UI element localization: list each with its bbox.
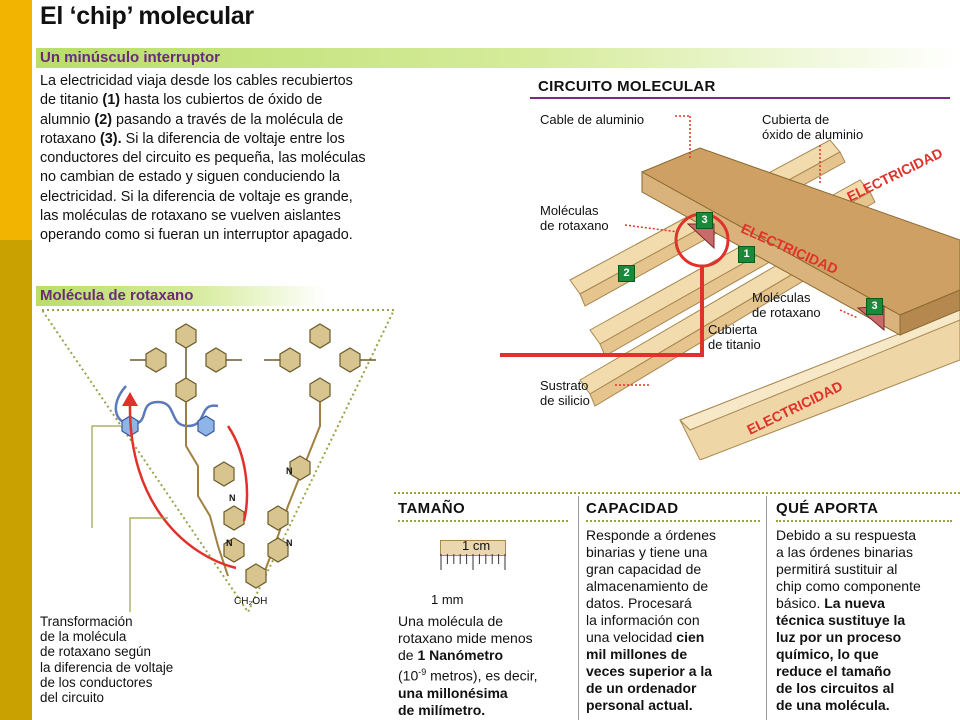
capacidad-rule [586, 520, 760, 522]
capacidad-heading: CAPACIDAD [586, 500, 679, 517]
column-line: a las órdenes binarias [776, 544, 913, 560]
substrate-bar-bottom-top [679, 309, 960, 431]
column-line: Responde a órdenes [586, 527, 716, 543]
intro-line: las moléculas de rotaxano se vuelven ais… [40, 208, 341, 225]
column-line: personal actual. [586, 697, 693, 713]
left-bar-top [0, 0, 32, 240]
marker-2: 2 [618, 265, 635, 282]
rotaxane-molecule-diagram: N N N N CH₂OH [40, 309, 396, 614]
caption-line: de los conductores [40, 674, 153, 690]
circuit-heading-rule [530, 97, 950, 99]
molecule-head-left [145, 323, 227, 403]
ruler-ticks [440, 554, 506, 570]
transform-arrow-2 [226, 425, 249, 522]
caption-line: Transformación [40, 614, 133, 629]
marker-1: 1 [738, 246, 755, 263]
column-line: de los circuitos al [776, 680, 895, 696]
column-line: luz por un proceso [776, 629, 902, 645]
column-line: Debido a su respuesta [776, 527, 917, 543]
transform-arrow-head [122, 392, 138, 406]
intro-line: La electricidad viaja desde los cables r… [40, 73, 353, 89]
column-line: básico. La nueva [776, 595, 885, 611]
caption-line: de rotaxano según [40, 644, 151, 660]
triangle-outline [40, 309, 396, 614]
n-label-3: N [226, 538, 233, 548]
blue-ring-right [197, 415, 215, 437]
ruler-cm-label: 1 cm [462, 538, 491, 553]
intro-line: alumnio (2) pasando a través de la moléc… [40, 111, 344, 128]
caption-line: del circuito [40, 690, 105, 706]
column-line: permitirá sustituir al [776, 561, 898, 577]
column-line: técnica sustituye la [776, 612, 906, 628]
columns-top-rule [394, 492, 960, 494]
column-line: gran capacidad de [586, 561, 702, 577]
intro-line: de titanio (1) hasta los cubiertos de óx… [40, 92, 323, 109]
column-line: chip como componente [776, 578, 921, 594]
intro-line: electricidad. Si la diferencia de voltaj… [40, 188, 353, 205]
n-label-1: N [229, 493, 236, 503]
transform-arrow [128, 401, 237, 570]
red-arrow-line [500, 266, 704, 357]
tamano-text: Una molécula de rotaxano mide menos de 1… [398, 613, 538, 718]
column-line: químico, lo que [776, 646, 879, 662]
aporta-heading: QUÉ APORTA [776, 500, 879, 517]
section-heading-interruptor: Un minúsculo interruptor [40, 49, 220, 66]
section-band-rotaxano: Molécula de rotaxano [36, 286, 326, 306]
column-line: mil millones de [586, 646, 688, 662]
circuit-heading: CIRCUITO MOLECULAR [538, 78, 716, 95]
intro-paragraph: La electricidad viaja desde los cables r… [40, 72, 480, 246]
column-line: de un ordenador [586, 680, 697, 696]
marker-3-upper: 3 [696, 212, 713, 229]
caption-line: la diferencia de voltaje [40, 659, 174, 675]
page-title: El ‘chip’ molecular [40, 2, 254, 30]
intro-line: operando como si fueran un interruptor a… [40, 227, 353, 244]
column-line: almacenamiento de [586, 578, 709, 594]
column-line: datos. Procesará [586, 595, 692, 611]
tamano-rule [398, 520, 568, 522]
marker-3-lower: 3 [866, 298, 883, 315]
left-bar-bottom [0, 240, 32, 720]
column-line: veces superior a la [586, 663, 713, 679]
tamano-heading: TAMAÑO [398, 500, 466, 517]
column-line: de una molécula. [776, 697, 890, 713]
column-line: reduce el tamaño [776, 663, 892, 679]
column-line: binarias y tiene una [586, 544, 708, 560]
section-heading-rotaxano: Molécula de rotaxano [40, 287, 194, 304]
n-label-2: N [286, 466, 293, 476]
column-line: una velocidad cien [586, 629, 705, 645]
intro-line: conductores del circuito es pequeña, las… [40, 150, 366, 167]
n-label-4: N [286, 538, 293, 548]
aluminium-cable-end [899, 289, 960, 336]
molecule-chain-left [185, 402, 229, 577]
molecule-head-right [279, 323, 361, 403]
aporta-rule [776, 520, 952, 522]
ruler-mm-label: 1 mm [431, 592, 464, 607]
intro-line: no cambian de estado y siguen conduciend… [40, 169, 341, 186]
section-band-interruptor: Un minúsculo interruptor [36, 48, 960, 68]
label-cable-aluminio: Cable de aluminio [540, 112, 645, 127]
column-line: la información con [586, 612, 700, 628]
molecule-rings [213, 455, 311, 589]
caption-line: de la molécula [40, 629, 127, 645]
column-divider-2 [766, 496, 767, 720]
intro-line: rotaxano (3). Si la diferencia de voltaj… [40, 130, 345, 147]
column-divider-1 [578, 496, 579, 720]
ch2oh-label: CH₂OH [234, 596, 267, 607]
electricity-label-1: ELECTRICIDAD [844, 145, 945, 205]
